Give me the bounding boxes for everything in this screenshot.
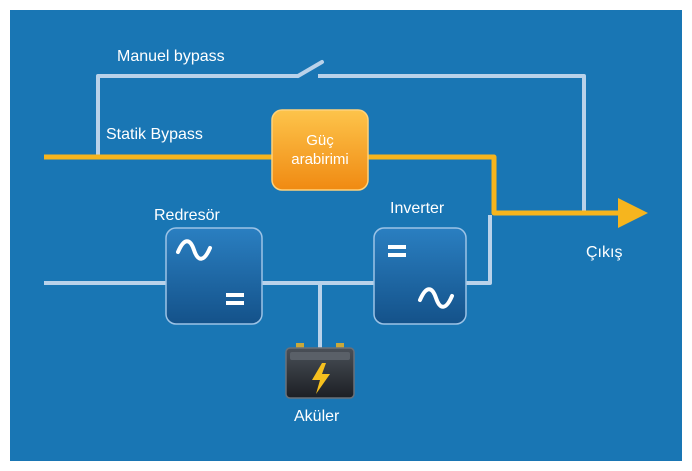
- rectifier-box: [165, 227, 263, 325]
- power-interface-label-line2: arabirimi: [291, 151, 349, 168]
- power-interface-box: [271, 109, 369, 191]
- battery-icon: [285, 343, 355, 399]
- ac-sine-icon: [418, 287, 454, 309]
- static-bypass-line: [44, 154, 620, 216]
- dc-equals-icon: [388, 245, 406, 257]
- rectifier-label: Redresör: [154, 207, 220, 224]
- inverter-label: Inverter: [390, 200, 445, 217]
- static-bypass-label: Statik Bypass: [106, 126, 203, 143]
- manual-bypass-line: [96, 74, 586, 213]
- power-interface-label: Güç arabirimi: [272, 131, 368, 169]
- dc-equals-icon: [226, 293, 244, 305]
- inverter-box: [373, 227, 467, 325]
- batteries-label: Aküler: [294, 408, 340, 425]
- ac-sine-icon: [176, 239, 212, 261]
- manual-bypass-label: Manuel bypass: [117, 48, 225, 65]
- output-label: Çıkış: [586, 244, 623, 261]
- arrow-right-icon: [618, 198, 648, 228]
- power-interface-label-line1: Güç: [306, 132, 334, 149]
- switch-icon: [296, 60, 324, 78]
